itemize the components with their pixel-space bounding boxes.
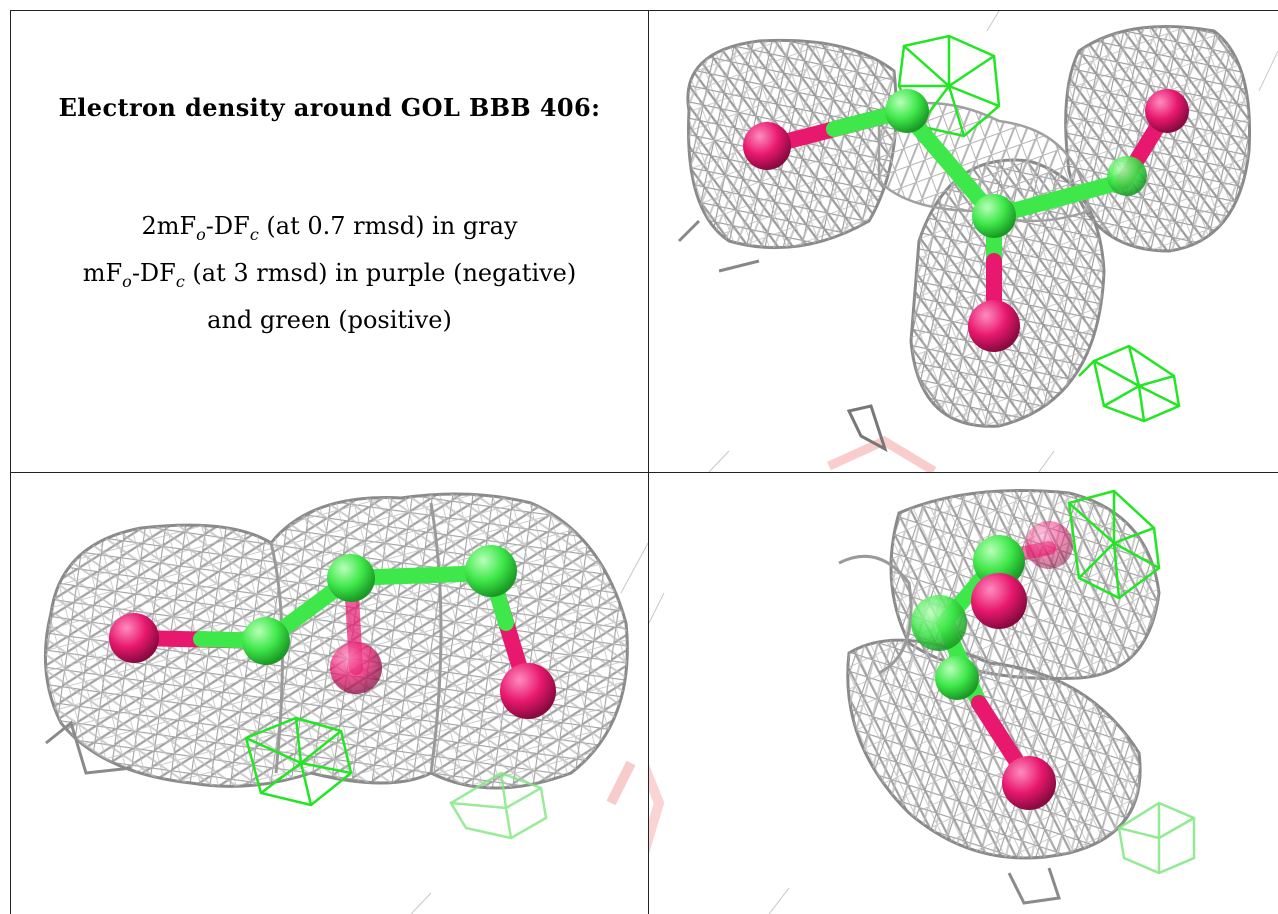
density-render-top-right xyxy=(677,11,1278,472)
map-legend: 2mFo-DFc (at 0.7 rmsd) in gray mFo-DFc (… xyxy=(11,207,648,340)
density-render-bottom-right xyxy=(649,489,1196,914)
table-border-middle xyxy=(10,472,1278,473)
density-render-bottom-left xyxy=(43,492,648,914)
table-border-left xyxy=(10,10,11,914)
figure-table xyxy=(10,10,1278,914)
table-border-top xyxy=(10,10,1278,11)
view-top-right xyxy=(649,11,1278,472)
table-border-center xyxy=(648,10,649,914)
legend-line-fofc: mFo-DFc (at 3 rmsd) in purple (negative) xyxy=(82,258,577,291)
mesh-fofc-positive xyxy=(897,34,1181,423)
mesh-fofc-positive xyxy=(1067,489,1161,600)
view-bottom-left xyxy=(11,473,648,914)
mesh-fofc-positive xyxy=(244,716,353,807)
legend-line-colors: and green (positive) xyxy=(207,305,452,334)
ligand-atoms xyxy=(109,545,556,719)
figure-title: Electron density around GOL BBB 406: xyxy=(58,93,601,122)
mesh-fofc-positive-faded xyxy=(1117,801,1196,875)
mesh-fofc-positive-faded xyxy=(449,771,548,840)
ligand-atoms xyxy=(911,521,1073,810)
view-bottom-right xyxy=(649,473,1278,914)
caption-cell: Electron density around GOL BBB 406: 2mF… xyxy=(11,11,648,472)
mesh-2fofc xyxy=(677,25,1252,453)
ligand-atoms xyxy=(743,89,1189,352)
legend-line-2fofc: 2mFo-DFc (at 0.7 rmsd) in gray xyxy=(141,212,518,244)
